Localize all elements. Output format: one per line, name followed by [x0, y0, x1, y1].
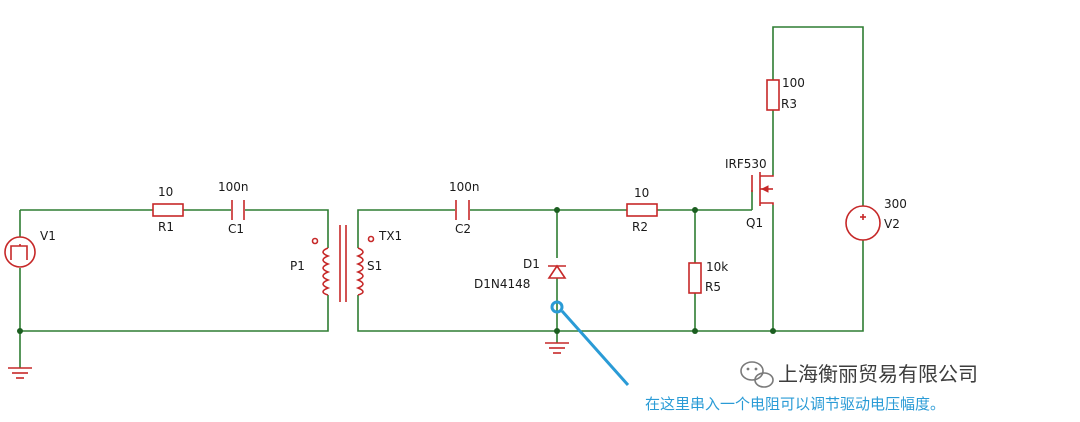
wechat-icon [740, 361, 774, 388]
v2-ref: V2 [884, 217, 900, 231]
annotation-text: 在这里串入一个电阻可以调节驱动电压幅度。 [645, 395, 945, 413]
r3-ref: R3 [781, 97, 797, 111]
r2-ref: R2 [632, 220, 648, 234]
c2-ref: C2 [455, 222, 471, 236]
v2-source [845, 205, 881, 241]
tx1-secondary-label: S1 [367, 259, 382, 273]
tx1-ref: TX1 [378, 229, 402, 243]
q1-value: IRF530 [725, 157, 767, 171]
q1-ref: Q1 [746, 216, 763, 230]
q1-mosfet [751, 172, 774, 206]
annotation-callout [550, 300, 630, 386]
watermark-text: 上海衡丽贸易有限公司 [778, 362, 978, 386]
r2-value: 10 [634, 186, 649, 200]
v2-value: 300 [884, 197, 907, 211]
r1-resistor [152, 203, 184, 217]
d1-value: D1N4148 [474, 277, 530, 291]
d1-ref: D1 [523, 257, 540, 271]
tx1-transformer [311, 225, 375, 302]
r1-value: 10 [158, 185, 173, 199]
r5-ref: R5 [705, 280, 721, 294]
d1-diode [547, 264, 567, 279]
c1-value: 100n [218, 180, 249, 194]
tx1-primary-label: P1 [290, 259, 305, 273]
r5-resistor [688, 262, 702, 294]
junctions [17, 207, 776, 334]
ground-symbol-left [8, 367, 32, 379]
r2-resistor [626, 203, 658, 217]
r3-resistor [766, 79, 780, 111]
c1-ref: C1 [228, 222, 244, 236]
v1-source [4, 236, 36, 268]
c1-capacitor [231, 200, 245, 220]
v1-ref: V1 [40, 229, 56, 243]
wires [19, 26, 864, 368]
ground-symbol-diode [545, 342, 569, 354]
r3-value: 100 [782, 76, 805, 90]
c2-capacitor [455, 200, 470, 220]
c2-value: 100n [449, 180, 480, 194]
r5-value: 10k [706, 260, 728, 274]
r1-ref: R1 [158, 220, 174, 234]
